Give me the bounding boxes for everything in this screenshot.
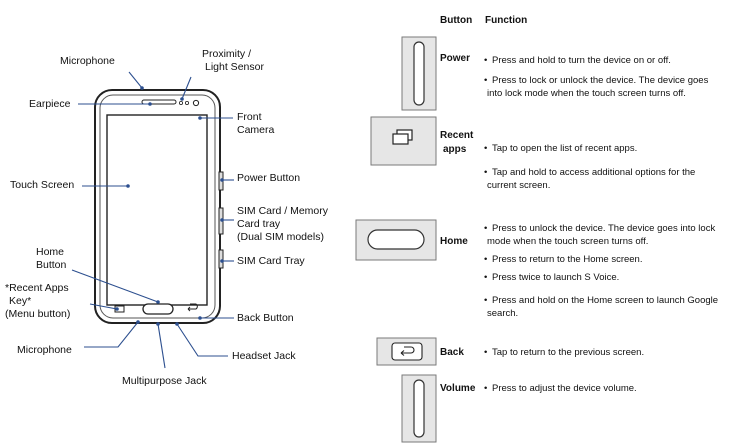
recent-apps-key-icon: [392, 129, 413, 145]
leader-dot: [198, 316, 202, 320]
label-sim-memory-2: Card tray: [237, 218, 281, 230]
home-bullet-1-line2: mode when the touch screen turns off.: [487, 236, 648, 247]
button-function-table: Button Function Power Recent apps Home B…: [355, 15, 718, 443]
home-key-icon: [367, 229, 425, 250]
bullet-mark: •: [484, 383, 487, 394]
earpiece-grille: [141, 99, 177, 105]
leader-dot: [126, 184, 130, 188]
home-bullet-3: Press twice to launch S Voice.: [492, 272, 619, 283]
label-proximity-1: Proximity /: [202, 48, 251, 60]
recent-bullet-1: Tap to open the list of recent apps.: [492, 143, 637, 154]
leader-dot: [156, 322, 160, 326]
back-key-icon: [391, 342, 423, 361]
col-header-function: Function: [485, 15, 527, 26]
proximity-sensor: [178, 101, 183, 106]
home-bullet-4-line2: search.: [487, 308, 518, 319]
volume-key-icon: [413, 379, 425, 438]
leader-microphone-bottom: [84, 321, 139, 348]
leader-dot: [220, 259, 224, 263]
leader-dot: [220, 178, 224, 182]
label-proximity-2: Light Sensor: [205, 61, 264, 73]
label-recent-apps-2: Key*: [9, 295, 31, 307]
label-recent-apps-3: (Menu button): [5, 308, 70, 320]
leader-headset-jack: [176, 323, 228, 357]
bullet-mark: •: [484, 272, 487, 283]
home-bullet-4-line1: Press and hold on the Home screen to lau…: [492, 295, 718, 306]
label-home-button-1: Home: [36, 246, 64, 258]
phone-inner-rim: [99, 94, 216, 319]
row-name-home: Home: [440, 236, 468, 247]
bullet-mark: •: [484, 347, 487, 358]
back-bullet-1: Tap to return to the previous screen.: [492, 347, 644, 358]
label-microphone-top: Microphone: [60, 55, 115, 67]
leader-multipurpose-jack: [157, 323, 166, 369]
bullet-mark: •: [484, 55, 487, 66]
home-bullet-1-line1: Press to unlock the device. The device g…: [492, 223, 715, 234]
leader-recent-apps: [89, 303, 118, 310]
label-front-camera-1: Front: [237, 111, 262, 123]
bullet-mark: •: [484, 143, 487, 154]
leader-dot: [115, 307, 119, 311]
row-name-recent-1: Recent: [440, 130, 474, 141]
leader-dot: [198, 116, 202, 120]
label-home-button-2: Button: [36, 259, 67, 271]
leader-dot: [220, 218, 224, 222]
bullet-mark: •: [484, 167, 487, 178]
col-header-button: Button: [440, 15, 472, 26]
home-button-shape: [142, 303, 174, 315]
label-front-camera-2: Camera: [237, 124, 275, 136]
leader-home-button: [71, 269, 159, 303]
volume-bullet-1: Press to adjust the device volume.: [492, 383, 637, 394]
label-sim-tray: SIM Card Tray: [237, 255, 305, 267]
front-camera-lens: [192, 99, 200, 107]
phone-labels: Microphone Proximity / Light Sensor Earp…: [5, 48, 329, 387]
label-back-button: Back Button: [237, 312, 294, 324]
bullet-mark: •: [484, 295, 487, 306]
power-bullet-2-line1: Press to lock or unlock the device. The …: [492, 75, 709, 86]
label-sim-memory-3: (Dual SIM models): [237, 231, 324, 243]
light-sensor: [184, 101, 189, 106]
row-name-volume: Volume: [440, 383, 476, 394]
label-touch-screen: Touch Screen: [10, 179, 74, 191]
recent-bullet-2-line1: Tap and hold to access additional option…: [492, 167, 695, 178]
label-multipurpose-jack: Multipurpose Jack: [122, 375, 207, 387]
leader-dot: [148, 102, 152, 106]
label-power-button: Power Button: [237, 172, 300, 184]
leader-lines: [71, 71, 234, 369]
home-bullet-2: Press to return to the Home screen.: [492, 254, 642, 265]
touch-screen-area: [106, 114, 208, 306]
power-bullet-1: Press and hold to turn the device on or …: [492, 55, 671, 66]
leader-proximity: [181, 76, 192, 100]
back-key-shape: [187, 303, 198, 312]
row-name-recent-2: apps: [443, 144, 467, 155]
leader-microphone-top: [128, 71, 143, 89]
bullet-mark: •: [484, 75, 487, 86]
leader-dot: [180, 97, 184, 101]
label-recent-apps-1: *Recent Apps: [5, 282, 69, 294]
leader-dot: [175, 322, 179, 326]
recent-bullet-2-line2: current screen.: [487, 180, 550, 191]
leader-dot: [140, 86, 144, 90]
label-headset-jack: Headset Jack: [232, 350, 296, 362]
leader-dot: [136, 320, 140, 324]
row-name-power: Power: [440, 53, 470, 64]
phone-illustration: [94, 89, 224, 324]
label-microphone-bottom: Microphone: [17, 344, 72, 356]
sim-tray-side: [218, 249, 224, 269]
label-earpiece: Earpiece: [29, 98, 71, 110]
bullet-mark: •: [484, 254, 487, 265]
leader-dot: [156, 300, 160, 304]
row-name-back: Back: [440, 347, 464, 358]
power-key-icon: [413, 41, 425, 106]
label-sim-memory-1: SIM Card / Memory: [237, 205, 329, 217]
bullet-mark: •: [484, 223, 487, 234]
power-bullet-2-line2: into lock mode when the touch screen tur…: [487, 88, 686, 99]
